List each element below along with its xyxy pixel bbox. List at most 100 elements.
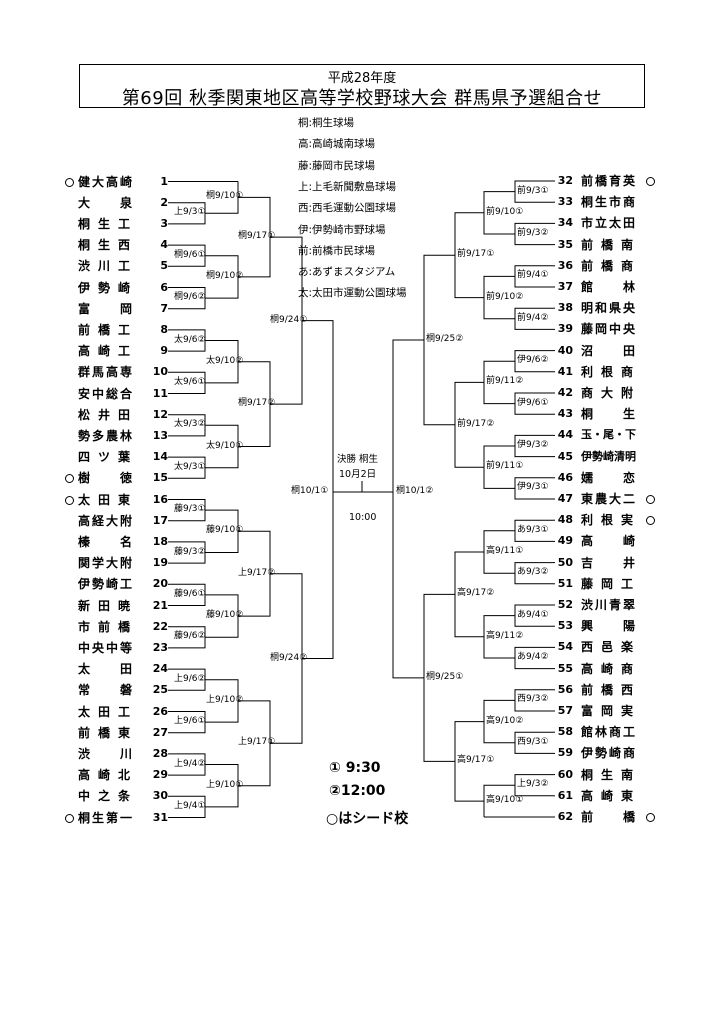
team-number: 19 — [152, 556, 168, 570]
team-number: 52 — [557, 598, 573, 611]
team-name: 前橋西 — [581, 682, 642, 697]
match-label: 高9/11① — [486, 546, 524, 556]
match-label: 藤9/10① — [206, 525, 244, 536]
team-number: 21 — [152, 598, 168, 612]
match-label: 藤9/3① — [174, 504, 206, 515]
team-number: 28 — [152, 746, 168, 760]
team-number: 31 — [152, 810, 168, 824]
team-name: 榛 名 — [78, 534, 135, 549]
match-label: 太9/6② — [174, 334, 206, 345]
team-number: 29 — [152, 768, 168, 782]
match-label: 上9/17② — [238, 567, 276, 578]
team-number: 3 — [160, 216, 168, 230]
page-title: 第69回 秋季関東地区高等学校野球大会 群馬県予選組合せ — [121, 88, 603, 109]
team-name: 中央中等 — [78, 640, 135, 655]
seed-mark — [646, 495, 655, 504]
team-number: 37 — [557, 280, 573, 293]
team-name: 伊勢崎商 — [581, 746, 638, 761]
match-label: 高9/10① — [486, 795, 524, 806]
team-number: 9 — [160, 344, 168, 358]
team-number: 12 — [152, 407, 168, 421]
team-name: 利根商 — [581, 364, 642, 379]
title-box: 平成28年度 第69回 秋季関東地区高等学校野球大会 群馬県予選組合せ — [79, 64, 645, 109]
match-label: 前9/10① — [486, 206, 524, 217]
team-number: 26 — [152, 704, 168, 718]
final-time: 10:00 — [349, 512, 377, 523]
team-name: 前橋南 — [581, 237, 642, 252]
team-number: 4 — [160, 238, 168, 252]
bracket-line — [205, 181, 239, 214]
team-number: 41 — [557, 364, 573, 378]
team-number: 61 — [557, 788, 573, 802]
team-name: 高崎商 — [581, 661, 642, 676]
title-year: 平成28年度 — [327, 71, 397, 86]
team-number: 49 — [557, 534, 573, 548]
seed-legend: ○はシード校 — [326, 811, 409, 827]
seed-mark — [646, 177, 655, 186]
team-name: 利根実 — [581, 513, 642, 528]
team-name: 桐生南 — [581, 767, 642, 782]
team-number: 60 — [557, 767, 573, 781]
team-name: 伊勢崎清明 — [581, 449, 636, 463]
final-date: 10月2日 — [339, 469, 377, 480]
team-name: 高崎北 — [78, 768, 139, 783]
team-number: 11 — [152, 386, 168, 400]
team-name: 高崎工 — [78, 344, 139, 359]
team-name: 東農大二 — [581, 492, 638, 506]
team-name: 興 陽 — [581, 619, 638, 634]
team-number: 59 — [557, 746, 573, 760]
team-number: 56 — [557, 682, 573, 696]
team-number: 2 — [160, 195, 168, 209]
match-label: 前9/17② — [457, 418, 495, 429]
team-number: 15 — [152, 471, 168, 485]
match-label: 上9/10① — [206, 779, 244, 790]
team-name: 渋川工 — [78, 259, 139, 274]
team-number: 14 — [152, 450, 168, 464]
match-label: 桐9/25② — [426, 334, 464, 344]
team-number: 30 — [152, 789, 168, 803]
match-label: あ9/3② — [517, 567, 549, 578]
venue-item: 西:西毛運動公園球場 — [298, 202, 397, 215]
venue-item: あ:あずまスタジアム — [298, 266, 396, 279]
team-name: 群馬高専 — [78, 365, 135, 380]
match-label: 太9/3② — [174, 419, 206, 430]
team-number: 51 — [557, 576, 573, 590]
team-number: 20 — [152, 577, 168, 591]
match-label: 桐9/17① — [238, 231, 276, 242]
match-label: 伊9/6② — [517, 355, 549, 366]
match-label: 太9/10① — [206, 440, 244, 451]
venue-item: 桐:桐生球場 — [298, 117, 355, 129]
team-number: 54 — [557, 640, 573, 654]
seed-mark — [65, 495, 74, 505]
match-label: 高9/17① — [457, 755, 495, 766]
team-name: 太田工 — [78, 704, 139, 719]
team-name: 市前橋 — [78, 619, 139, 634]
team-name: 安中総合 — [78, 386, 135, 401]
team-number: 32 — [557, 174, 573, 187]
venue-item: 前:前橋市民球場 — [298, 244, 376, 257]
match-label: 桐10/1① — [291, 486, 329, 496]
team-name: 太田東 — [78, 492, 139, 507]
team-number: 27 — [152, 725, 168, 739]
team-number: 62 — [557, 810, 573, 823]
team-name: 太 田 — [78, 662, 135, 677]
team-name: 伊勢崎工 — [78, 577, 135, 592]
team-name: 前橋育英 — [581, 174, 638, 188]
match-label: 桐9/10① — [206, 191, 244, 202]
match-label: 桐9/24① — [270, 314, 308, 325]
match-label: 太9/10② — [206, 355, 244, 366]
match-label: 藤9/10② — [206, 610, 244, 621]
team-number: 36 — [557, 258, 573, 272]
team-number: 42 — [557, 386, 573, 399]
match-label: 桐9/24② — [270, 652, 308, 663]
match-label: 西9/3① — [517, 736, 549, 747]
team-name: 大 泉 — [78, 195, 135, 210]
team-name: 明和県央 — [581, 301, 638, 316]
team-number: 34 — [557, 216, 573, 230]
team-number: 10 — [152, 365, 168, 379]
time-legend-2: ②12:00 — [329, 783, 386, 799]
team-number: 33 — [557, 195, 573, 209]
match-label: 桐9/6② — [174, 292, 206, 303]
team-name: 富 岡 — [78, 301, 135, 316]
